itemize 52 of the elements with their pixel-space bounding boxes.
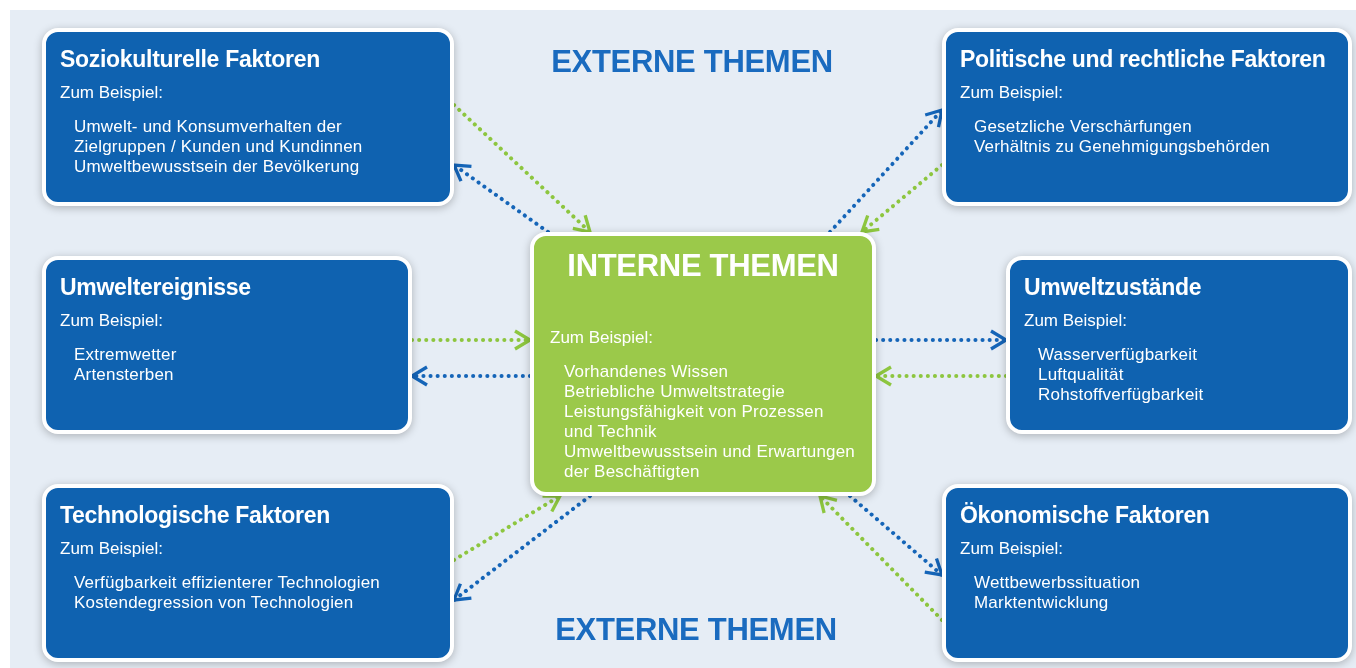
dotted-arrow (818, 494, 944, 622)
example-item: Betriebliche Umweltstrategie (563, 382, 787, 402)
example-item: Rohstoffverfügbarkeit (1037, 385, 1205, 405)
dotted-arrow (874, 329, 1008, 351)
factor-box (942, 484, 1352, 662)
factor-box (1006, 256, 1352, 434)
section-title: EXTERNE THEMEN (554, 612, 838, 648)
dotted-arrow (452, 103, 592, 234)
dotted-arrow (452, 163, 550, 234)
central-topic-box (530, 232, 876, 496)
box-heading: Umweltereignisse (60, 274, 252, 301)
factor-box (42, 484, 454, 662)
example-item: Gesetzliche Verschärfungen (973, 117, 1193, 137)
example-item: Verfügbarkeit effizienterer Technologien (73, 573, 381, 593)
example-item: Wasserverfügbarkeit (1037, 345, 1199, 365)
dotted-arrow (410, 329, 532, 351)
example-item: Artensterben (73, 365, 175, 385)
example-label: Zum Beispiel: (60, 539, 164, 559)
example-item: Umweltbewusstsein der Bevölkerung (73, 157, 361, 177)
example-label: Zum Beispiel: (60, 83, 164, 103)
example-label: Zum Beispiel: (1024, 311, 1128, 331)
example-item: Leistungsfähigkeit von Prozessen und Technik (563, 402, 825, 442)
section-title: EXTERNE THEMEN (550, 44, 834, 80)
factor-box (42, 28, 454, 206)
box-heading: Umweltzustände (1024, 274, 1203, 301)
example-item: Vorhandenes Wissen (563, 362, 730, 382)
factor-box (942, 28, 1352, 206)
example-item: Marktentwicklung (973, 593, 1110, 613)
dotted-arrow (860, 163, 944, 234)
dotted-arrow (874, 365, 1008, 387)
example-item: Umwelt- und Konsumverhalten der Zielgruppen / Kunden und Kundinnen (73, 117, 364, 157)
example-label: Zum Beispiel: (960, 539, 1064, 559)
box-heading: Soziokulturelle Faktoren (60, 46, 321, 73)
box-heading: Ökonomische Faktoren (960, 502, 1211, 529)
dotted-arrow (848, 494, 944, 577)
box-heading: Technologische Faktoren (60, 502, 331, 529)
example-item: Verhältnis zu Genehmigungsbehörden (973, 137, 1271, 157)
example-item: Wettbewerbssituation (973, 573, 1142, 593)
dotted-arrow (452, 494, 592, 602)
dotted-arrow (452, 494, 562, 562)
example-item: Extremwetter (73, 345, 178, 365)
dotted-arrow (410, 365, 532, 387)
dotted-arrow (828, 108, 944, 234)
example-item: Kostendegression von Technologien (73, 593, 355, 613)
box-heading: Politische und rechtliche Faktoren (960, 46, 1327, 73)
box-heading: INTERNE THEMEN (566, 248, 840, 284)
example-label: Zum Beispiel: (550, 328, 654, 348)
example-item: Luftqualität (1037, 365, 1125, 385)
example-item: Umweltbewusstsein und Erwartungen der Beschäftigten (563, 442, 856, 482)
example-label: Zum Beispiel: (960, 83, 1064, 103)
example-label: Zum Beispiel: (60, 311, 164, 331)
factor-box (42, 256, 412, 434)
